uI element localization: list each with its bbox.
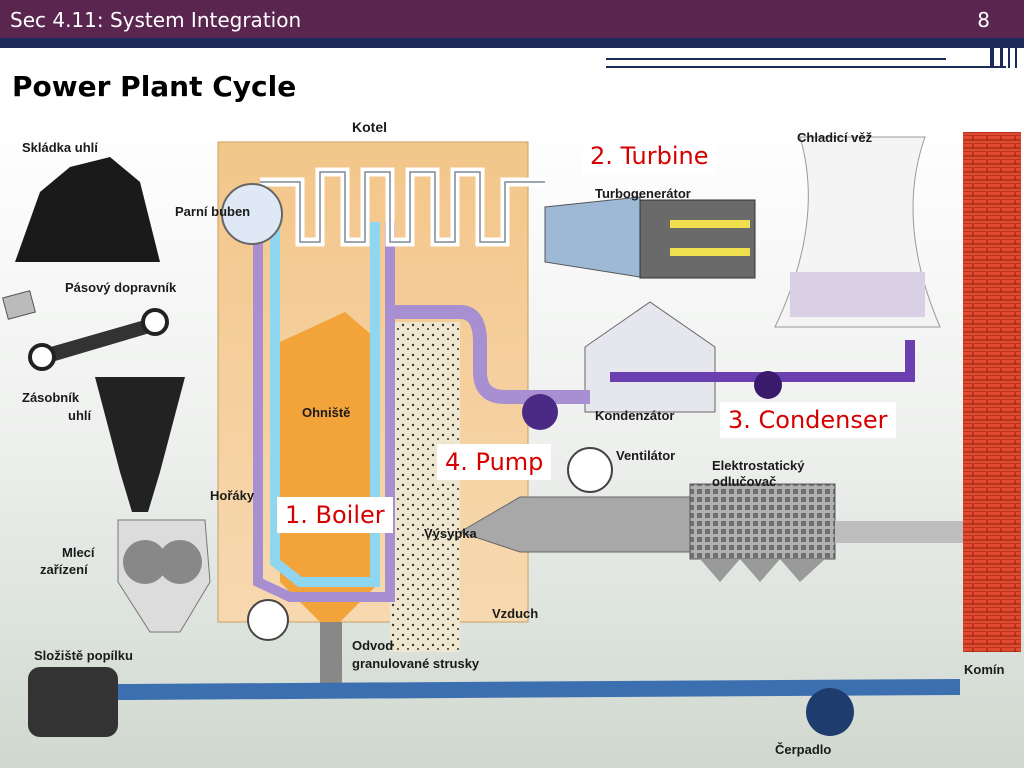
- coal-hopper: [95, 377, 185, 512]
- steam-drum: [221, 183, 283, 245]
- chimney: [963, 132, 1021, 652]
- label-vzduch: Vzduch: [492, 606, 538, 621]
- water-tubes: [270, 202, 380, 587]
- label-ohniste: Ohniště: [302, 405, 350, 420]
- label-granulovane: granulované strusky: [352, 656, 480, 671]
- label-skladiste: Složiště popílku: [34, 648, 133, 663]
- conveyor-belt: [2, 290, 169, 371]
- label-zarizeni: zařízení: [40, 562, 88, 577]
- label-cerpadlo: Čerpadlo: [775, 742, 831, 757]
- coal-pile: [15, 157, 160, 262]
- label-komin: Komín: [964, 662, 1005, 677]
- title-bar: Sec 4.11: System Integration 8: [0, 0, 1024, 38]
- steam-tubes: [253, 202, 395, 602]
- precipitator-hoppers: [700, 559, 825, 582]
- label-parni-buben: Parní buben: [175, 204, 250, 219]
- label-horaky: Hořáky: [210, 488, 255, 503]
- label-ventilator: Ventilátor: [616, 448, 675, 463]
- label-skladka: Skládka uhlí: [22, 140, 98, 155]
- deco-bar: [990, 38, 994, 68]
- label-chladici-vez: Chladicí věž: [797, 130, 873, 145]
- feedwater-pipe: [395, 305, 590, 404]
- label-vysypka: Výsypka: [424, 526, 478, 541]
- label-odvod: Odvod: [352, 638, 393, 653]
- label-turbogenerator: Turbogenerátor: [595, 186, 691, 201]
- turbine-callout: 2. Turbine: [582, 138, 717, 174]
- slurry-pump: [806, 688, 854, 736]
- deco-line: [606, 44, 946, 48]
- deco-line: [606, 66, 1006, 68]
- furnace: [280, 312, 380, 632]
- deco-bar: [1000, 38, 1003, 68]
- label-zasobnik-uhli: uhlí: [68, 408, 91, 423]
- label-pasovy: Pásový dopravník: [65, 280, 177, 295]
- feed-pump: [522, 394, 558, 430]
- deco-bar: [1008, 38, 1010, 68]
- pump-callout: 4. Pump: [437, 444, 552, 480]
- coal-mill: [117, 519, 211, 633]
- ash-pond: [28, 667, 118, 737]
- page-number: 8: [977, 8, 990, 32]
- label-zasobnik: Zásobník: [22, 390, 80, 405]
- slag-chute: [320, 622, 342, 692]
- power-plant-diagram: Kotel Skládka uhlí Parní buben Turbogene…: [0, 112, 1024, 768]
- condenser-callout: 3. Condenser: [720, 402, 896, 438]
- ash-slurry-pipe: [117, 679, 961, 700]
- deco-line: [606, 58, 946, 60]
- section-title: Sec 4.11: System Integration: [10, 8, 302, 32]
- label-odlucovac: odlučovač: [712, 474, 776, 489]
- label-kotel: Kotel: [352, 119, 387, 135]
- cooling-tower-fill: [790, 272, 925, 317]
- accent-stripe: [0, 38, 1024, 48]
- air-fan: [247, 599, 289, 641]
- label-kondenzator: Kondenzátor: [595, 408, 674, 423]
- cooling-pump: [754, 371, 782, 399]
- deco-bar: [1015, 38, 1017, 68]
- turbine-generator: [544, 196, 756, 279]
- draft-fan: [567, 447, 613, 493]
- boiler-callout: 1. Boiler: [277, 497, 393, 533]
- electrostatic-precipitator: [689, 483, 836, 560]
- boiler-flue-section: [390, 322, 460, 652]
- page-title: Power Plant Cycle: [12, 70, 297, 103]
- superheater-outline: [260, 171, 545, 243]
- cooling-water-pipe: [610, 340, 915, 382]
- label-elektrostaticky: Elektrostatický: [712, 458, 805, 473]
- label-mleci: Mlecí: [62, 545, 95, 560]
